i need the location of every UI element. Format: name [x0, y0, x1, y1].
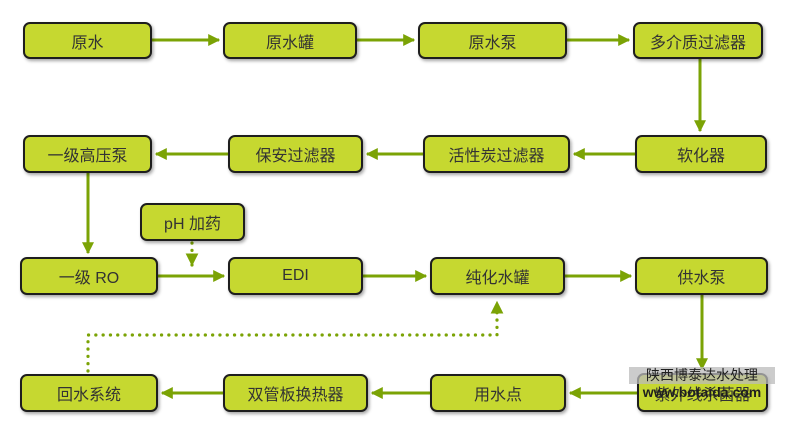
node-label: 纯化水罐 [465, 270, 530, 287]
node-carbon-filter: 活性炭过滤器 [423, 135, 570, 173]
node-multimedia-filter: 多介质过滤器 [633, 22, 763, 59]
node-softener: 软化器 [635, 135, 767, 173]
node-ph-dosing: pH 加药 [140, 203, 245, 241]
node-label: 一级 RO [58, 270, 120, 287]
node-label: pH 加药 [164, 216, 221, 233]
node-security-filter: 保安过滤器 [228, 135, 363, 173]
node-label: 软化器 [676, 148, 725, 165]
node-supply-pump: 供水泵 [635, 257, 768, 295]
node-purified-tank: 纯化水罐 [430, 257, 565, 295]
node-label: 一级高压泵 [47, 148, 128, 165]
node-label: 保安过滤器 [255, 148, 336, 165]
solid-edges [82, 34, 708, 399]
node-label: 原水 [71, 34, 104, 52]
node-uv-sterilizer: 紫外线杀菌器 [637, 373, 768, 412]
node-label: 原水罐 [265, 34, 314, 52]
node-hp-pump: 一级高压泵 [23, 135, 152, 173]
node-label: 多介质过滤器 [649, 34, 746, 52]
node-label: 活性炭过滤器 [448, 148, 545, 165]
node-return-system: 回水系统 [20, 374, 158, 412]
node-raw-water: 原水 [23, 22, 152, 59]
node-label: 供水泵 [677, 270, 726, 287]
node-use-point: 用水点 [430, 374, 566, 412]
node-raw-water-pump: 原水泵 [418, 22, 567, 59]
node-label: 双管板换热器 [247, 387, 344, 404]
node-ro-stage1: 一级 RO [20, 257, 158, 295]
node-label: EDI [282, 267, 309, 284]
edge-return-puretank [86, 300, 504, 373]
node-label: 用水点 [473, 387, 522, 404]
node-heat-exchanger: 双管板换热器 [223, 374, 368, 412]
node-raw-water-tank: 原水罐 [223, 22, 357, 59]
node-label: 紫外线杀菌器 [654, 386, 751, 404]
node-label: 回水系统 [56, 387, 121, 404]
node-label: 原水泵 [468, 34, 517, 52]
node-edi: EDI [228, 257, 363, 295]
dotted-edges [86, 241, 504, 373]
